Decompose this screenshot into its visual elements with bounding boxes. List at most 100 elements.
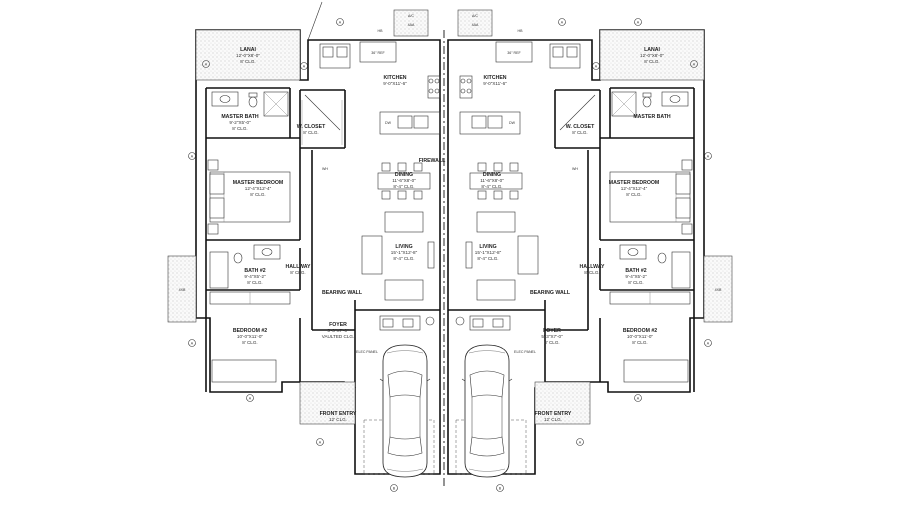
lanai-dims: 12'-0"X8'-0" <box>236 53 260 58</box>
grid-marker: A <box>595 65 598 69</box>
grid-marker: A <box>693 63 696 67</box>
w-closet-name-right: W. CLOSET <box>566 124 595 130</box>
w-closet-clg: 8' CLG. <box>303 130 318 135</box>
living-dims: 15'-1"X12'-8" <box>391 250 418 255</box>
lanai-name: LANAI <box>240 47 256 53</box>
master-bath-dims: 9'-2"X5'-0" <box>229 120 251 125</box>
grid-marker: A <box>191 342 194 346</box>
front-entry-name: FRONT ENTRY <box>320 411 357 417</box>
bath2-dims: 9'-4"X5'-2" <box>244 274 266 279</box>
lanai-dims-right: 12'-0"X8'-0" <box>640 53 664 58</box>
foyer-name: FOYER <box>329 322 347 328</box>
bedroom2-clg-right: 8' CLG. <box>632 340 647 345</box>
hallway-name: HALLWAY <box>286 264 311 270</box>
living-clg: 8'-4" CLG. <box>393 256 414 261</box>
foyer-dims: 5'-3"X7'-0" <box>327 328 349 333</box>
dining-name: DINING <box>395 172 413 178</box>
lanai-clg-right: 8' CLG. <box>644 59 659 64</box>
lanai-name-right: LANAI <box>644 47 660 53</box>
front-entry-name-right: FRONT ENTRY <box>535 411 572 417</box>
ref-label: 36" REF <box>371 51 385 55</box>
ac-label-right: A/C <box>472 14 478 18</box>
w-closet-clg-right: 8' CLG. <box>572 130 587 135</box>
bearing-wall-label: BEARING WALL <box>322 290 363 296</box>
grid-marker: A <box>579 441 582 445</box>
master-bedroom-clg: 8' CLG. <box>250 192 265 197</box>
bath2-dims-right: 9'-4"X5'-2" <box>625 274 647 279</box>
bedroom2-name-right: BEDROOM #2 <box>623 328 657 334</box>
kitchen-dims-right: 9'-0"X11'-6" <box>483 81 507 86</box>
grid-marker: A <box>249 397 252 401</box>
ac-code-right: 4AA <box>472 23 479 27</box>
bedroom2-dims: 10'-0"X11'-0" <box>237 334 263 339</box>
elec-panel-label: ELEC PANEL <box>356 350 378 354</box>
master-bedroom-name-right: MASTER BEDROOM <box>609 180 659 186</box>
labels: LANAI 12'-0"X8'-0" 8' CLG. KITCHEN 9'-0"… <box>179 14 722 491</box>
garage-marker: B <box>499 487 502 491</box>
foyer-clg-right: 8' CLG. <box>544 340 559 345</box>
master-bedroom-name: MASTER BEDROOM <box>233 180 283 186</box>
kitchen-dims: 9'-0"X11'-6" <box>383 81 407 86</box>
master-bath-name: MASTER BATH <box>221 114 259 120</box>
grid-marker: A <box>303 65 306 69</box>
foyer-name-right: FOYER <box>543 328 561 334</box>
grid-marker: A <box>191 155 194 159</box>
foyer-dims-right: 5'-3"X7'-0" <box>541 334 563 339</box>
bedroom2-name: BEDROOM #2 <box>233 328 267 334</box>
hb-label-right: HB <box>518 29 524 33</box>
living-name-right: LIVING <box>479 244 496 250</box>
dw-label-right: DW <box>509 121 516 125</box>
master-bedroom-dims: 12'-4"X12'-4" <box>245 186 272 191</box>
bath2-clg-right: 8' CLG. <box>628 280 643 285</box>
grid-marker: A <box>707 342 710 346</box>
w-closet-name: W. CLOSET <box>297 124 326 130</box>
hallway-name-right: HALLWAY <box>580 264 605 270</box>
foyer-clg: VAULTED CLG. <box>322 334 355 339</box>
lanai-patio <box>195 29 301 81</box>
porch-code-right: 4XB <box>715 288 722 292</box>
grid-marker: A <box>339 21 342 25</box>
grid-marker: A <box>561 21 564 25</box>
lanai-patio-right <box>599 29 705 81</box>
bedroom2-dims-right: 10'-0"X11'-0" <box>627 334 653 339</box>
master-bath-clg: 8' CLG. <box>232 126 247 131</box>
unit-left <box>167 1 441 492</box>
hb-label: HB <box>378 29 384 33</box>
dining-name-right: DINING <box>483 172 501 178</box>
ac-code: 4AA <box>408 23 415 27</box>
grid-marker: A <box>707 155 710 159</box>
dw-label: DW <box>385 121 392 125</box>
lanai-clg: 8' CLG. <box>240 59 255 64</box>
master-bath-name-right: MASTER BATH <box>633 114 671 120</box>
kitchen-name: KITCHEN <box>383 75 406 81</box>
bearing-wall-label-right: BEARING WALL <box>530 290 571 296</box>
grid-marker: A <box>205 63 208 67</box>
living-clg-right: 8'-4" CLG. <box>477 256 498 261</box>
dining-dims-right: 11'-6"X8'-0" <box>480 178 504 183</box>
wh-label-right: WH <box>572 167 578 171</box>
master-bedroom-clg-right: 8' CLG. <box>626 192 641 197</box>
grid-marker: A <box>319 441 322 445</box>
living-dims-right: 15'-1"X12'-8" <box>475 250 502 255</box>
wh-label: WH <box>322 167 328 171</box>
unit-right <box>447 9 733 492</box>
master-bedroom-dims-right: 12'-4"X12'-4" <box>621 186 648 191</box>
hallway-clg: 8' CLG. <box>290 270 305 275</box>
grid-marker: A <box>637 397 640 401</box>
living-name: LIVING <box>395 244 412 250</box>
dining-clg-right: 8'-4" CLG. <box>481 184 502 189</box>
porch-code: 4XB <box>179 288 186 292</box>
bath2-name: BATH #2 <box>244 268 265 274</box>
elec-panel-label-right: ELEC PANEL <box>514 350 536 354</box>
front-entry-clg-right: 12' CLG. <box>544 417 562 422</box>
dining-clg: 8'-4" CLG. <box>393 184 414 189</box>
bath2-clg: 8' CLG. <box>247 280 262 285</box>
ac-label: A/C <box>408 14 414 18</box>
kitchen-name-right: KITCHEN <box>483 75 506 81</box>
bath2-name-right: BATH #2 <box>625 268 646 274</box>
hallway-clg-right: 8' CLG. <box>584 270 599 275</box>
garage-marker: B <box>393 487 396 491</box>
ref-label-right: 36" REF <box>507 51 521 55</box>
firewall-label: FIREWALL <box>419 158 446 164</box>
